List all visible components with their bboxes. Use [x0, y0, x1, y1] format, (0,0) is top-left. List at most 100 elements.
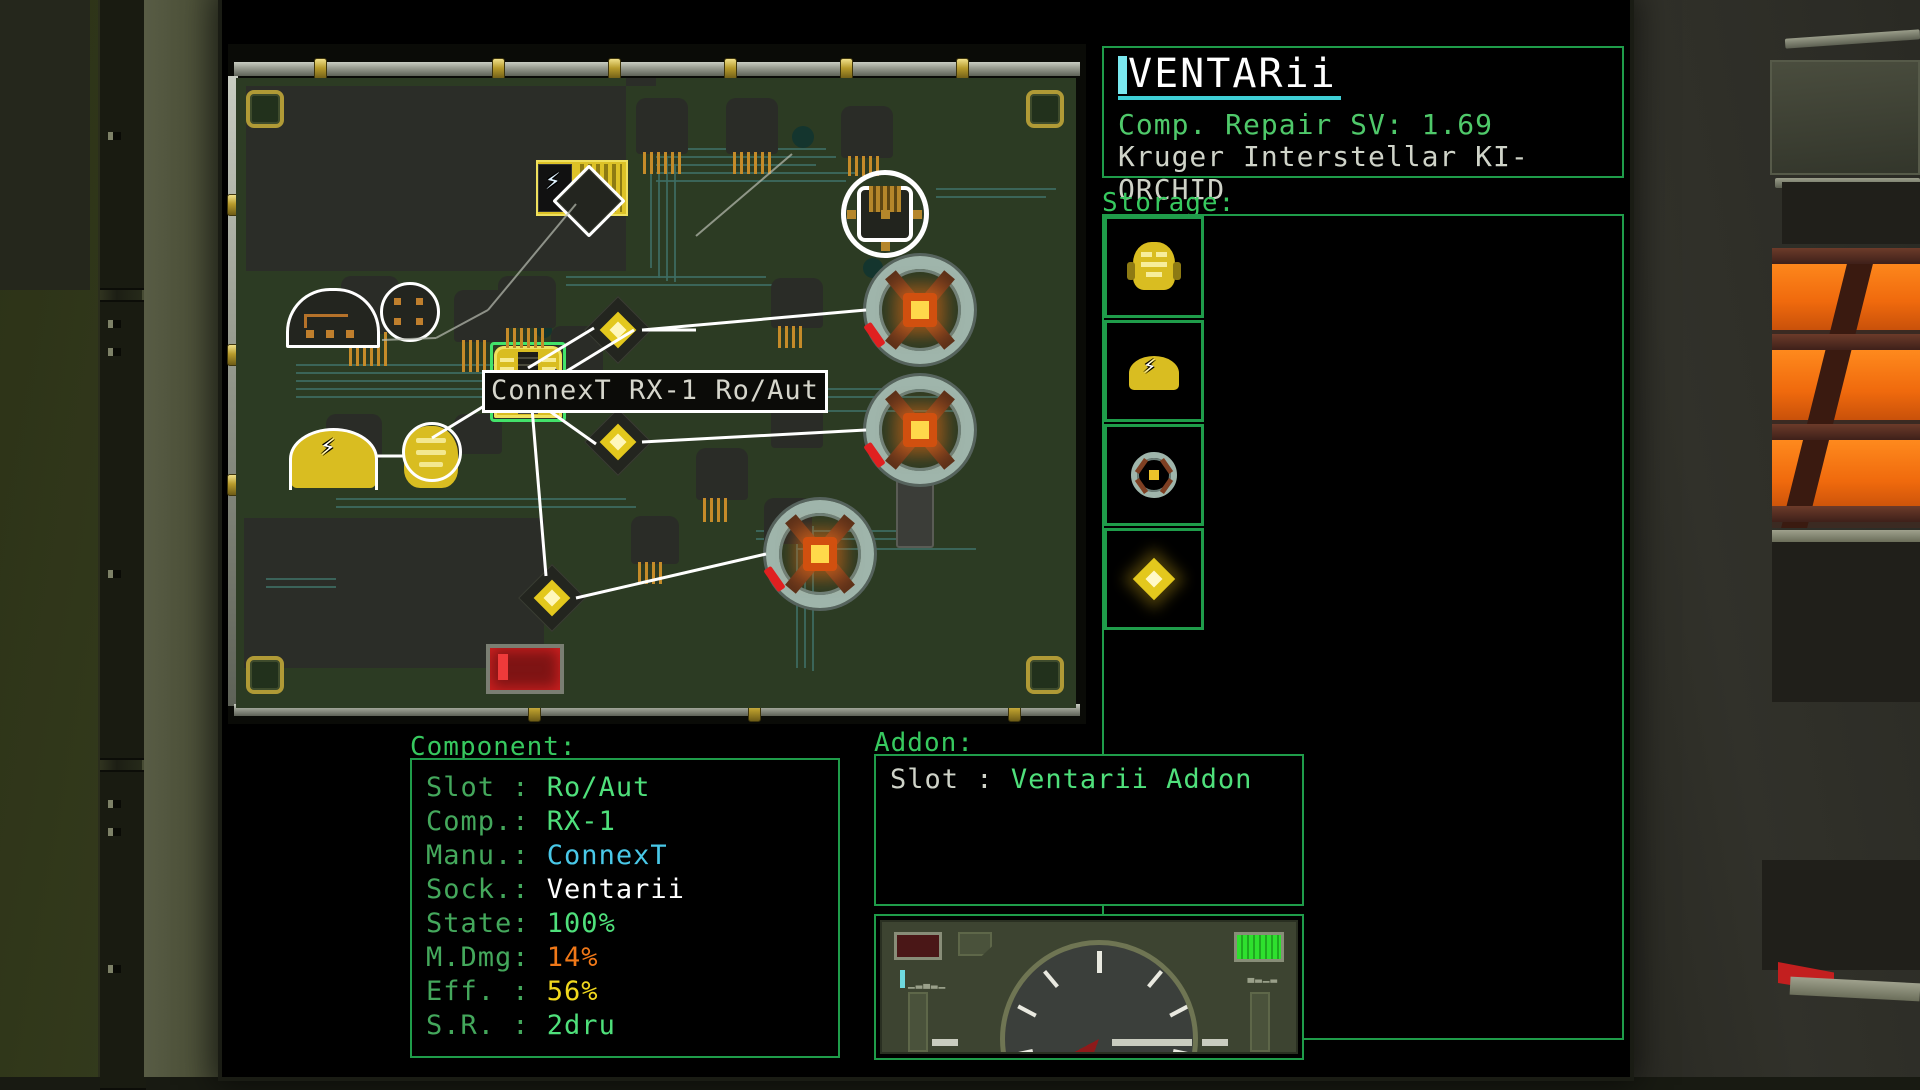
gauge-face: ▁▂▃▂▁ ▃▂▁▂ [880, 920, 1298, 1054]
transistor[interactable] [841, 106, 893, 158]
board-top-rail [234, 62, 1080, 76]
ic-trace [304, 314, 307, 328]
ic-pad [306, 330, 314, 338]
addon-slot-row: Slot : Ventarii Addon [890, 764, 1252, 795]
pcb-trace [656, 180, 846, 182]
component-row: Sock.: Ventarii [426, 876, 685, 903]
transistor-legs [733, 152, 771, 174]
transistor[interactable] [636, 98, 688, 154]
component-row-key: Sock.: [426, 874, 547, 905]
transistor[interactable] [771, 278, 823, 328]
glow-vent [1772, 248, 1920, 528]
transistor[interactable] [631, 516, 679, 564]
component-row: S.R. : 2dru [426, 1012, 616, 1039]
ic-pad [416, 318, 423, 325]
gauge-strip [932, 1039, 958, 1046]
green-indicator-light[interactable] [1234, 932, 1284, 962]
monitor-bezel: ⚡ ⚡ [222, 0, 1630, 1077]
capsule-chip-icon [1125, 238, 1183, 296]
pcb-dark-zone-topright [626, 78, 656, 86]
addon-slot-key: Slot : [890, 764, 994, 795]
component-row-value: 100% [547, 908, 616, 939]
gauge-notch-left [958, 932, 992, 956]
ic-pad [416, 298, 423, 305]
rotor-fan-2[interactable] [866, 376, 974, 484]
transistor-legs [462, 340, 486, 372]
component-row: Eff. : 56% [426, 978, 599, 1005]
component-row-key: S.R. : [426, 1010, 547, 1041]
pcb-trace [666, 156, 668, 281]
pcb-trace [336, 506, 636, 508]
transistor-legs [638, 562, 662, 584]
pcb-trace [566, 284, 786, 286]
pcb-trace [566, 276, 766, 278]
socket-legs [506, 326, 544, 348]
rotor-outline-component[interactable] [841, 170, 929, 258]
dome-power-icon: ⚡ [1125, 342, 1183, 400]
gauge-notch-leftpost [908, 992, 928, 1052]
storage-slot-column[interactable]: ⚡ [1104, 216, 1204, 632]
component-row-value: 56% [547, 976, 599, 1007]
storage-slot-3[interactable] [1104, 424, 1204, 526]
pcb-trace [266, 586, 336, 588]
storage-slot-2[interactable]: ⚡ [1104, 320, 1204, 422]
device-subtitle: Comp. Repair SV: 1.69 [1118, 108, 1493, 141]
gauge-right-text: ▃▂▁▂ [1248, 970, 1279, 983]
rotor-fan-3[interactable] [766, 500, 874, 608]
mount-hole-tl [246, 90, 284, 128]
red-indicator-light [894, 932, 942, 960]
transistor[interactable] [726, 98, 778, 154]
device-header-panel: VENTARii Comp. Repair SV: 1.69 Kruger In… [1102, 46, 1624, 178]
upper-equipment-box [1770, 60, 1920, 175]
solder-pad [792, 126, 814, 148]
lightning-icon: ⚡ [320, 434, 336, 460]
component-row: M.Dmg: 14% [426, 944, 599, 971]
upper-dark-panel [1782, 182, 1920, 244]
rail-bolt [492, 58, 505, 80]
component-row-value: ConnexT [547, 840, 668, 871]
ic-trace [304, 314, 348, 317]
transistor[interactable] [696, 448, 748, 500]
rail-bolt [840, 58, 853, 80]
component-tooltip: ConnexT RX-1 Ro/Aut [482, 370, 828, 413]
circuit-board-panel[interactable]: ⚡ ⚡ [228, 44, 1086, 724]
rail-bolt [724, 58, 737, 80]
ic-pad [346, 330, 354, 338]
device-title: VENTARii [1118, 54, 1341, 100]
storage-slot-1[interactable] [1104, 216, 1204, 318]
status-led-block[interactable] [486, 644, 564, 694]
component-row-value: 2dru [547, 1010, 616, 1041]
gauge-strip [1202, 1039, 1228, 1046]
screen: ⚡ ⚡ [222, 16, 1630, 1062]
transistor-legs [778, 326, 802, 348]
round-module-outline [380, 282, 440, 342]
storage-slot-4[interactable] [1104, 528, 1204, 630]
pcb-trace [936, 196, 1046, 198]
ic-pad [326, 330, 334, 338]
transistor-legs [703, 498, 727, 522]
component-row-value: Ventarii [547, 874, 685, 905]
component-row-key: Eff. : [426, 976, 547, 1007]
vent-base [1772, 530, 1920, 542]
rail-bolt [314, 58, 327, 80]
component-row-value: RX-1 [547, 806, 616, 837]
pcb[interactable]: ⚡ ⚡ [236, 78, 1076, 708]
addon-slot-value: Ventarii Addon [1011, 764, 1253, 795]
ic-pad [394, 318, 401, 325]
component-row-key: Comp.: [426, 806, 547, 837]
component-row: State: 100% [426, 910, 616, 937]
floor-shadow [1762, 860, 1920, 970]
gauge-notch-rightpost [1250, 992, 1270, 1052]
component-row-value: 14% [547, 942, 599, 973]
left-pillar-face [144, 0, 222, 1077]
pcb-trace [266, 578, 336, 580]
rotor-fan-1[interactable] [866, 256, 974, 364]
socket-body [498, 276, 556, 328]
component-row: Slot : Ro/Aut [426, 774, 650, 801]
mount-hole-tr [1026, 90, 1064, 128]
small-ic[interactable] [896, 476, 934, 548]
mount-hole-bl [246, 656, 284, 694]
rail-bolt [608, 58, 621, 80]
component-row-key: M.Dmg: [426, 942, 547, 973]
